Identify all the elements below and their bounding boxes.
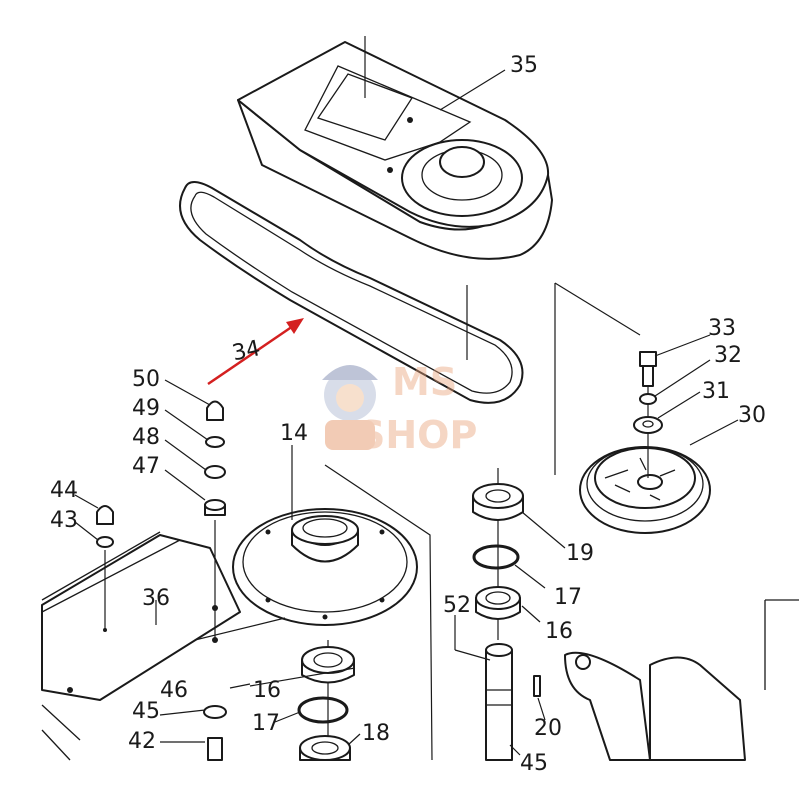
callout-18: 18 — [362, 721, 390, 746]
belt-cover — [237, 36, 553, 360]
callout-44: 44 — [50, 478, 78, 503]
callout-19: 19 — [566, 541, 594, 566]
bearing-stack-right — [472, 468, 541, 761]
ms-shop-watermark: MS SHOP — [322, 360, 477, 457]
callout-16-upper: 16 — [545, 619, 573, 644]
callout-31: 31 — [702, 379, 730, 404]
watermark-line2: SHOP — [358, 413, 477, 457]
callout-42: 42 — [128, 729, 156, 754]
callout-35: 35 — [510, 53, 538, 78]
mounting-plate — [232, 464, 433, 761]
callout-47: 47 — [132, 454, 160, 479]
callout-20: 20 — [534, 716, 562, 741]
callout-32: 32 — [714, 343, 742, 368]
callout-43: 43 — [50, 508, 78, 533]
watermark-line1: MS — [392, 360, 457, 404]
callout-45-right: 45 — [520, 751, 548, 776]
callout-34: 34 — [230, 336, 263, 366]
callout-48: 48 — [132, 425, 160, 450]
callout-17-lower: 17 — [252, 711, 280, 736]
red-arrow-icon — [207, 318, 304, 386]
callout-52: 52 — [443, 593, 471, 618]
mechanic-mascot-icon — [322, 365, 378, 450]
callout-labels: 35 34 33 32 31 30 50 49 48 47 14 44 43 3… — [50, 53, 766, 776]
callout-33: 33 — [708, 316, 736, 341]
pulley-assembly — [554, 282, 711, 534]
mower-deck — [41, 505, 286, 761]
callout-17-upper: 17 — [554, 585, 582, 610]
callout-14: 14 — [280, 421, 308, 446]
bearing-stack-lower — [297, 640, 355, 761]
callout-46: 46 — [160, 678, 188, 703]
callout-16-lower: 16 — [253, 678, 281, 703]
leader-lines — [74, 69, 739, 756]
callout-49: 49 — [132, 396, 160, 421]
callout-36: 36 — [142, 586, 170, 611]
v-belt — [179, 181, 524, 404]
callout-45-left: 45 — [132, 699, 160, 724]
callout-30: 30 — [738, 403, 766, 428]
callout-50: 50 — [132, 367, 160, 392]
bracket — [564, 599, 799, 761]
